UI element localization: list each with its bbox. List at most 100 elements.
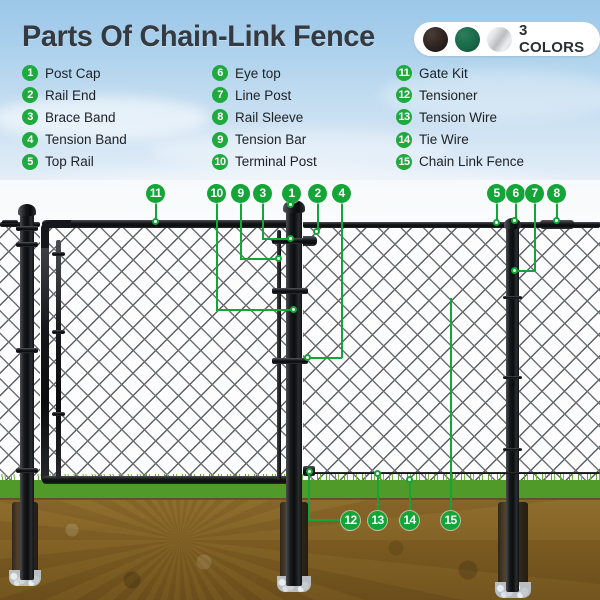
- legend-number-badge: 1: [22, 65, 38, 82]
- legend-item-post-cap: 1 Post Cap: [22, 62, 127, 84]
- callout-badge[interactable]: 11: [146, 184, 165, 203]
- legend-number-badge: 5: [22, 153, 38, 170]
- callout-badge[interactable]: 2: [308, 184, 327, 203]
- legend-item-tie-wire: 14 Tie Wire: [396, 129, 524, 151]
- gate-frame-bottom: [42, 476, 294, 484]
- legend-label: Tensioner: [419, 87, 478, 103]
- callout-leader: [239, 258, 280, 260]
- legend-number-badge: 13: [396, 109, 412, 126]
- hinge-band-bottom: [16, 468, 38, 473]
- legend-item-brace-band: 3 Brace Band: [22, 106, 127, 128]
- callout-anchor-dot: [374, 470, 381, 477]
- legend-number-badge: 9: [212, 131, 228, 148]
- callout-leader: [408, 481, 411, 513]
- callout-anchor-dot: [511, 267, 518, 274]
- legend-label: Post Cap: [45, 65, 101, 81]
- legend-number-badge: 4: [22, 131, 38, 148]
- legend-item-chain-link-fence: 15 Chain Link Fence: [396, 151, 524, 173]
- legend-item-gate-kit: 11 Gate Kit: [396, 62, 524, 84]
- callout-anchor-dot: [287, 201, 294, 208]
- callout-leader: [515, 270, 535, 272]
- rail-end-cup: [303, 236, 317, 246]
- callout-badge[interactable]: 8: [547, 184, 566, 203]
- color-options-badge: 3 COLORS: [414, 22, 600, 56]
- callout-badge[interactable]: 4: [332, 184, 351, 203]
- callout-leader: [307, 357, 342, 359]
- callout-leader: [316, 203, 319, 231]
- callout-badge[interactable]: 7: [525, 184, 544, 203]
- callout-anchor-dot: [511, 217, 518, 224]
- callout-badge[interactable]: 5: [487, 184, 506, 203]
- legend-item-top-rail: 5 Top Rail: [22, 151, 127, 173]
- callout-leader: [261, 203, 264, 239]
- legend-number-badge: 7: [212, 87, 228, 104]
- legend-number-badge: 6: [212, 65, 228, 82]
- callout-badge[interactable]: 1: [282, 184, 301, 203]
- callout-leader: [555, 203, 558, 220]
- swatch-silver-icon: [487, 26, 512, 52]
- callout-badge[interactable]: 14: [400, 511, 419, 530]
- gate-frame-left: [41, 224, 49, 482]
- legend-label: Gate Kit: [419, 65, 468, 81]
- legend-item-rail-end: 2 Rail End: [22, 84, 127, 106]
- legend-label: Line Post: [235, 87, 292, 103]
- legend-item-tension-wire: 13 Tension Wire: [396, 106, 524, 128]
- hinge-arm: [2, 220, 18, 224]
- callout-leader: [340, 203, 343, 358]
- callout-anchor-dot: [304, 354, 311, 361]
- rail-sleeve: [540, 220, 574, 229]
- tie-wire-clamp-a: [503, 296, 522, 299]
- legend-item-line-post: 7 Line Post: [212, 84, 317, 106]
- parts-legend: 1 Post Cap 2 Rail End 3 Brace Band 4 Ten…: [0, 62, 600, 174]
- callout-anchor-dot: [290, 306, 297, 313]
- callout-badge[interactable]: 9: [231, 184, 250, 203]
- legend-number-badge: 10: [212, 153, 228, 170]
- legend-label: Top Rail: [45, 154, 94, 170]
- callout-anchor-dot: [287, 235, 294, 242]
- fence-illustration: 11 10 9 3 1: [0, 180, 600, 600]
- legend-item-terminal-post: 10 Terminal Post: [212, 151, 317, 173]
- callout-leader: [495, 203, 498, 221]
- callout-leader: [239, 203, 242, 259]
- gate-tension-band-c: [52, 412, 65, 416]
- legend-column-3: 11 Gate Kit 12 Tensioner 13 Tension Wire…: [396, 62, 524, 173]
- legend-number-badge: 2: [22, 87, 38, 104]
- callout-leader: [261, 238, 292, 240]
- legend-number-badge: 8: [212, 109, 228, 126]
- gate-latch-bar: [56, 240, 61, 478]
- legend-number-badge: 15: [396, 153, 412, 170]
- legend-item-rail-sleeve: 8 Rail Sleeve: [212, 106, 317, 128]
- legend-item-tension-band: 4 Tension Band: [22, 129, 127, 151]
- callout-badge[interactable]: 6: [506, 184, 525, 203]
- legend-number-badge: 14: [396, 131, 412, 148]
- callout-badge[interactable]: 13: [368, 511, 387, 530]
- post-cap-hinge: [18, 204, 36, 216]
- callout-leader: [449, 298, 452, 513]
- callout-leader: [308, 472, 310, 520]
- hinge-band-mid: [16, 242, 38, 247]
- tension-band-upper: [272, 288, 308, 294]
- terminal-post: [286, 208, 302, 586]
- legend-label: Chain Link Fence: [419, 154, 525, 170]
- callout-badge[interactable]: 15: [441, 511, 460, 530]
- legend-label: Rail Sleeve: [235, 109, 304, 125]
- legend-number-badge: 12: [396, 87, 412, 104]
- callout-badge[interactable]: 12: [341, 511, 360, 530]
- callout-leader: [154, 203, 157, 221]
- tie-wire-clamp-b: [503, 376, 522, 379]
- callout-leader: [514, 203, 517, 220]
- callout-anchor-dot: [152, 218, 159, 225]
- callout-anchor-dot: [313, 228, 320, 235]
- callout-anchor-dot: [275, 255, 282, 262]
- callout-leader: [215, 203, 218, 310]
- legend-item-tensioner: 12 Tensioner: [396, 84, 524, 106]
- swatch-black-icon: [423, 26, 448, 52]
- callout-anchor-dot: [553, 217, 560, 224]
- legend-label: Tension Band: [45, 132, 127, 148]
- gate-tension-band-a: [52, 252, 65, 256]
- callout-badge[interactable]: 10: [207, 184, 226, 203]
- legend-label: Rail End: [45, 87, 97, 103]
- gate-frame-top: [42, 220, 294, 228]
- callout-badge[interactable]: 3: [253, 184, 272, 203]
